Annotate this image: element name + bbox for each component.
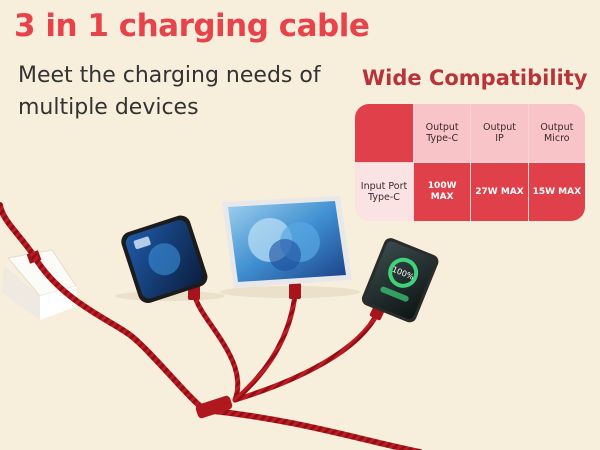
table-value-micro: 15W MAX [528,163,585,221]
table-corner-cell [355,104,413,162]
table-header-micro: Output Micro [528,104,585,162]
table-value-type-c: 100W MAX [414,163,471,221]
table-header-ip: Output IP [471,104,528,162]
compatibility-title: Wide Compatibility [362,66,588,90]
iphone-device [121,215,208,303]
table-row-label: Input Port Type-C [355,163,413,221]
ipad-device [222,196,352,288]
subheadline: Meet the charging needs of multiple devi… [18,63,321,120]
compatibility-table: Output Type-C Output IP Output Micro Inp… [355,104,585,221]
braided-cable [0,202,423,450]
table-value-ip: 27W MAX [471,163,528,221]
headline: 3 in 1 charging cable [14,8,370,44]
android-phone-device: 100% [361,238,439,323]
table-header-type-c: Output Type-C [414,104,471,162]
